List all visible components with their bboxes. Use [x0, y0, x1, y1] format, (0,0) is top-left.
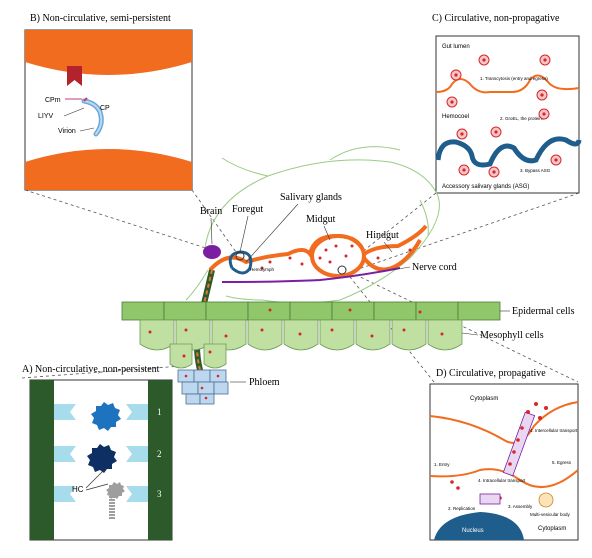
phloem: [177, 369, 229, 405]
label-cpm: CPm: [45, 97, 61, 104]
virus-dots-plant: [148, 308, 444, 358]
mesophyll-layer: [139, 319, 463, 369]
nerve-cord-line: [221, 267, 401, 283]
gut-membrane: [435, 74, 580, 94]
nucleus: [434, 512, 524, 540]
label-entry: 1. Entry: [434, 462, 450, 467]
virus-dots-gut: [260, 244, 412, 270]
stylet-wall-right: [148, 380, 172, 540]
label-salivary-glands: Salivary glands: [280, 192, 342, 203]
panel-a: A) Non-circulative, non-persistent 1 2 3…: [22, 364, 173, 541]
intracellular-vesicle: [479, 493, 501, 505]
midgut-marker: [337, 265, 347, 275]
label-cp: CP: [100, 105, 110, 112]
label-step1: 1. Transcytosis (entry and egress): [480, 76, 548, 81]
label-virion: Virion: [58, 128, 76, 135]
label-midgut: Midgut: [306, 214, 336, 225]
label-step2: 2. GroEL, the protein?: [500, 116, 545, 121]
virion-pointer: [79, 127, 95, 132]
step-2-num: 2: [157, 449, 162, 459]
insect-outline: [185, 146, 440, 304]
label-gut-lumen: Gut lumen: [442, 44, 470, 50]
label-mvb: Multi-vesicular body: [530, 512, 571, 517]
label-cytoplasm-top: Cytoplasm: [470, 396, 498, 402]
salivary-gland: [228, 250, 253, 275]
label-step3: 3. Bypass ASG: [520, 168, 551, 173]
label-epidermal: Epidermal cells: [512, 306, 575, 317]
virion-step2: [87, 444, 117, 473]
virion-highlight: [83, 100, 103, 135]
hindgut-tube: [362, 239, 422, 272]
label-assembly: 3. Assembly: [508, 504, 533, 509]
receptor-arrows: [54, 404, 148, 502]
epidermal-layer: [121, 301, 501, 321]
cpm-tip: [83, 97, 88, 102]
panel-c: C) Circulative, non-propagative Gut lume…: [432, 13, 582, 194]
label-phloem: Phloem: [249, 377, 280, 388]
virion-step1: [91, 402, 121, 431]
label-hemocoel: Hemocoel: [442, 114, 469, 120]
stylet-top: [25, 30, 192, 75]
cell-membrane-bottom: [429, 468, 579, 488]
label-hc: HC: [72, 485, 84, 494]
label-egress: 5. Egress: [552, 460, 572, 465]
panel-b: B) Non-circulative, semi-persistent CPm …: [24, 13, 193, 191]
brain: [203, 245, 221, 259]
label-liyv: LIYV: [38, 113, 54, 120]
panel-c-title: C) Circulative, non-propagative: [432, 13, 560, 24]
panel-a-title: A) Non-circulative, non-persistent: [22, 364, 160, 375]
label-nerve-cord: Nerve cord: [412, 262, 457, 273]
label-intracellular: 4. Intracellular transport: [478, 478, 526, 483]
asg-membrane: [435, 136, 582, 168]
step-1-num: 1: [157, 407, 162, 417]
label-intercellular: 4. Intercellular transport: [530, 428, 578, 433]
label-hindgut: Hindgut: [366, 230, 399, 241]
label-cytoplasm-bottom: Cytoplasm: [538, 526, 566, 532]
stylet-wall-left: [30, 380, 54, 540]
bookmark-marker: [67, 66, 82, 86]
tubule: [502, 411, 536, 477]
panel-d: D) Circulative, propagative Cytoplasm Nu…: [429, 368, 579, 541]
liyv-pointer: [63, 107, 85, 117]
panel-d-title: D) Circulative, propagative: [436, 368, 546, 379]
stylet-bottom: [25, 149, 192, 190]
label-replication: 2. Replication: [448, 506, 476, 511]
label-foregut: Foregut: [232, 204, 263, 215]
label-brain: Brain: [200, 206, 222, 217]
label-nucleus: Nucleus: [462, 528, 484, 534]
panel-b-title: B) Non-circulative, semi-persistent: [30, 13, 171, 24]
label-mesophyll: Mesophyll cells: [480, 330, 544, 341]
connector-lines: [21, 189, 580, 383]
virus-particles-c: [446, 54, 562, 178]
step-3-num: 3: [157, 489, 162, 499]
label-hemolymph: Hemolymph: [250, 267, 275, 272]
multi-vesicular-body: [538, 492, 554, 508]
label-asg: Accessory salivary glands (ASG): [442, 184, 529, 190]
